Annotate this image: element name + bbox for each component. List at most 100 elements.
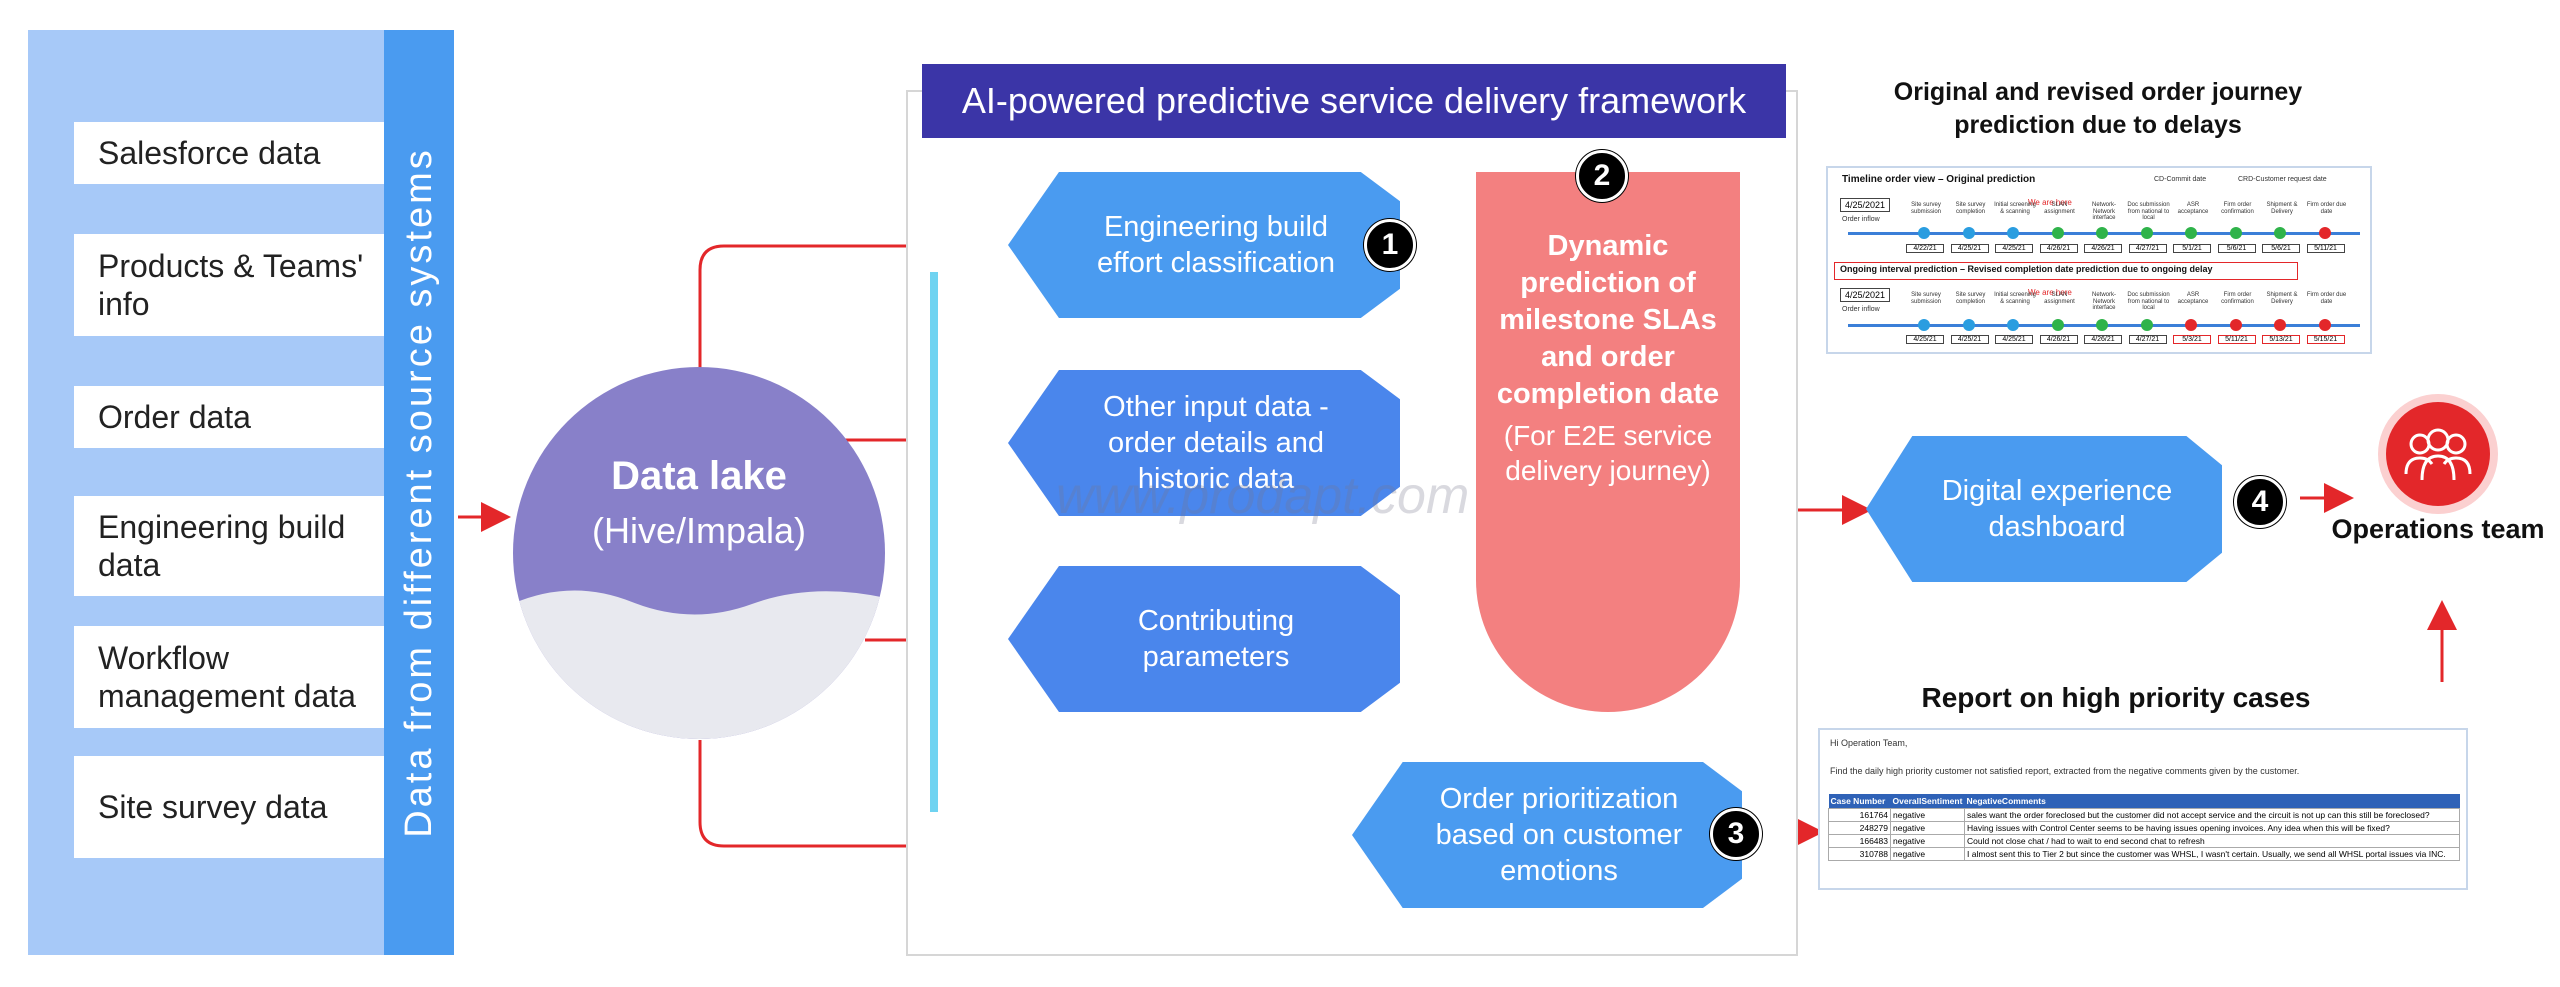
journey-milestone-dot xyxy=(1962,319,1975,331)
journey-milestone-label: Site survey completion xyxy=(1955,292,1986,305)
operations-team-icon xyxy=(2378,394,2498,514)
journey-milestone-dot xyxy=(2185,319,2197,331)
report-cell-case: 161764 xyxy=(1828,808,1891,822)
input-contributing-parameters: Contributing parameters xyxy=(1008,566,1400,712)
journey-milestone-label: Network-Network interface xyxy=(2091,292,2116,312)
input-order-details: Other input data - order details and his… xyxy=(1008,370,1400,516)
badge-1: 1 xyxy=(1364,219,1416,271)
journey-milestone-label: Site survey submission xyxy=(1910,202,1941,215)
journey-milestone-label: SLAN assignment xyxy=(2044,202,2075,215)
report-cell-sentiment: negative xyxy=(1890,808,1965,822)
report-cell-comment: sales want the order foreclosed but the … xyxy=(1964,808,2460,822)
journey-milestone-dot xyxy=(2185,227,2197,239)
badge-3: 3 xyxy=(1710,808,1762,860)
journey-milestone-dot xyxy=(2051,319,2064,331)
journey-milestone-dot xyxy=(2318,227,2331,239)
report-cell-comment: Could not close chat / had to wait to en… xyxy=(1964,834,2460,848)
journey-milestone-dot xyxy=(2007,319,2019,331)
data-lake-title: Data lake xyxy=(611,454,787,498)
journey-original-date: 4/26/21 xyxy=(2039,244,2078,253)
report-intro: Find the daily high priority customer no… xyxy=(1830,766,2300,776)
journey-milestone-dot xyxy=(1962,227,1975,239)
journey-revised-date: 5/15/21 xyxy=(2306,335,2345,344)
report-card: Hi Operation Team, Find the daily high p… xyxy=(1818,728,2468,890)
journey-milestone-label: Doc submission from national to local xyxy=(2127,202,2170,222)
journey-original-title: Timeline order view – Original predictio… xyxy=(1842,174,2036,185)
report-cell-sentiment: negative xyxy=(1890,847,1965,861)
journey-revised-title: Ongoing interval prediction – Revised co… xyxy=(1840,264,2213,274)
journey-original-date: 4/27/21 xyxy=(2128,244,2167,253)
report-cell-sentiment: negative xyxy=(1890,834,1965,848)
input-engineering-classification: Engineering build effort classification xyxy=(1008,172,1400,318)
journey-milestone-label: Initial screening & scanning xyxy=(1994,202,2036,215)
journey-milestone-dot xyxy=(2007,227,2019,239)
source-item-salesforce: Salesforce data xyxy=(74,122,384,184)
journey-original-date: 4/25/21 xyxy=(1950,244,1989,253)
journey-heading: Original and revised order journey predi… xyxy=(1893,78,2303,139)
journey-revised-date: 4/26/21 xyxy=(2084,335,2122,344)
journey-revised-date: 4/27/21 xyxy=(2128,335,2167,344)
journey-milestone-label: SLAN assignment xyxy=(2044,292,2075,305)
badge-4: 4 xyxy=(2234,476,2286,528)
report-greeting: Hi Operation Team, xyxy=(1830,738,1908,748)
journey-milestone-dot xyxy=(2140,227,2153,239)
journey-milestone-label: Site survey submission xyxy=(1910,292,1941,305)
journey-revised-date: 4/25/21 xyxy=(1950,335,1989,344)
report-row: 310788 negative I almost sent this to Ti… xyxy=(1828,847,2460,861)
journey-we-are-here-2: We are here xyxy=(2028,288,2072,297)
journey-milestone-dot xyxy=(2051,227,2064,239)
framework-title: AI-powered predictive service delivery f… xyxy=(922,64,1786,138)
journey-milestone-label: Network-Network interface xyxy=(2091,202,2116,222)
report-cell-case: 248279 xyxy=(1828,821,1891,835)
report-cell-case: 166483 xyxy=(1828,834,1891,848)
source-systems-strip-label: Data from different source systems xyxy=(397,147,440,838)
report-cell-comment: Having issues with Control Center seems … xyxy=(1964,821,2460,835)
journey-original-date: 4/22/21 xyxy=(1906,244,1944,253)
journey-milestone-label: Firm order due date xyxy=(2306,292,2347,305)
digital-experience-dashboard: Digital experience dashboard xyxy=(1866,436,2222,582)
journey-milestone-label: Site survey completion xyxy=(1955,202,1986,215)
journey-card: Timeline order view – Original predictio… xyxy=(1826,166,2372,354)
report-row: 161764 negative sales want the order for… xyxy=(1828,808,2460,822)
journey-original-date: 5/11/21 xyxy=(2306,244,2345,253)
journey-revised-date: 4/25/21 xyxy=(1995,335,2033,344)
source-item-engineering-build: Engineering build data xyxy=(74,496,384,596)
source-item-site-survey: Site survey data xyxy=(74,756,384,858)
report-cell-case: 310788 xyxy=(1828,847,1891,861)
report-cell-comment: I almost sent this to Tier 2 but since t… xyxy=(1964,847,2460,861)
source-item-order: Order data xyxy=(74,386,384,448)
journey-milestone-dot xyxy=(2318,319,2331,331)
journey-milestone-dot xyxy=(2140,319,2153,331)
operations-team-label: Operations team xyxy=(2331,514,2545,544)
journey-milestone-label: Shipment & Delivery xyxy=(2266,202,2298,215)
journey-milestone-label: ASR acceptance xyxy=(2177,202,2209,215)
report-col-sentiment: OverallSentiment xyxy=(1892,796,1963,806)
journey-milestone-dot xyxy=(2229,227,2242,239)
report-col-comments: NegativeComments xyxy=(1966,796,2046,806)
journey-milestone-dot xyxy=(2274,227,2286,239)
journey-milestone-label: Shipment & Delivery xyxy=(2266,292,2298,305)
journey-milestone-label: Firm order due date xyxy=(2306,202,2347,215)
report-col-case: Case Number xyxy=(1830,796,1886,806)
journey-milestone-dot xyxy=(1918,319,1930,331)
source-item-products-teams: Products & Teams' info xyxy=(74,234,384,336)
journey-order-inflow-1: Order inflow xyxy=(1842,216,1880,223)
watermark: www.prodapt.com xyxy=(1056,467,1470,525)
badge-2: 2 xyxy=(1576,150,1628,202)
source-item-workflow: Workflow management data xyxy=(74,626,384,728)
journey-we-are-here-1: We are here xyxy=(2028,198,2072,207)
journey-milestone-dot xyxy=(2274,319,2286,331)
journey-start-date-1: 4/25/2021 xyxy=(1840,198,1891,212)
prediction-pill: Dynamic prediction of milestone SLAs and… xyxy=(1476,172,1740,712)
report-table-header: Case Number OverallSentiment NegativeCom… xyxy=(1828,794,2460,809)
report-heading: Report on high priority cases xyxy=(1921,682,2311,713)
journey-legend-cd: CD-Commit date xyxy=(2154,176,2207,183)
data-lake-subtitle: (Hive/Impala) xyxy=(591,510,807,551)
journey-milestone-dot xyxy=(2229,319,2242,331)
journey-revised-date: 4/25/21 xyxy=(1906,335,1944,344)
report-table: Case Number OverallSentiment NegativeCom… xyxy=(1828,794,2460,861)
journey-milestone-dot xyxy=(2096,227,2108,239)
journey-revised-date: 4/26/21 xyxy=(2039,335,2078,344)
journey-milestone-label: ASR acceptance xyxy=(2177,292,2209,305)
journey-revised-box xyxy=(1834,262,2298,280)
